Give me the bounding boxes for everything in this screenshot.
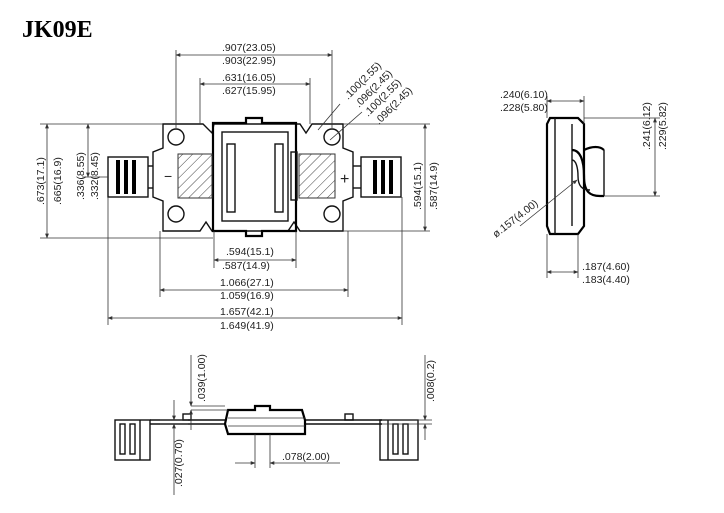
dim-right-height-max: .594(15.1) xyxy=(412,162,424,210)
front-right-terminal xyxy=(379,419,419,461)
dim-window-width-min: .587(14.9) xyxy=(222,260,270,272)
dim-side-radius: ø.157(4.00) xyxy=(490,197,540,240)
part-number-title: JK09E xyxy=(22,17,93,43)
left-electrode xyxy=(177,153,213,199)
dim-window-width-max: .594(15.1) xyxy=(226,246,274,258)
dim-side-thickness-max: .240(6.10) xyxy=(500,89,548,101)
dim-side-base-max: .187(4.60) xyxy=(582,261,630,273)
front-center-body xyxy=(223,404,307,436)
right-electrode xyxy=(298,153,336,199)
dim-front-tab-gap: .008(0.2) xyxy=(425,360,437,402)
dim-outer-width-max: .907(23.05) xyxy=(222,42,276,54)
side-clip xyxy=(571,148,604,198)
mounting-hole-br xyxy=(323,205,341,223)
center-window xyxy=(221,131,289,222)
dim-total-height-max: .673(17.1) xyxy=(35,157,47,205)
mounting-hole-bl xyxy=(167,205,185,223)
front-left-terminal xyxy=(114,419,151,461)
side-view: .240(6.10) .228(5.80) .241(6.12) .229(5.… xyxy=(490,89,669,286)
dim-overall-width-max: 1.657(42.1) xyxy=(220,306,274,318)
mounting-hole-tr xyxy=(323,128,341,146)
dim-outer-width-min: .903(22.95) xyxy=(222,55,276,67)
minus-symbol: − xyxy=(164,168,172,184)
dim-side-height-max: .241(6.12) xyxy=(641,102,653,150)
front-view: .039(1.00) .008(0.2) .027(0.70) .078(2.0… xyxy=(114,354,437,495)
dim-inner-width-min: .627(15.95) xyxy=(222,85,276,97)
dim-inner-width-max: .631(16.05) xyxy=(222,72,276,84)
right-rail xyxy=(274,143,284,213)
dim-right-height-min: .587(14.9) xyxy=(428,162,440,210)
right-electrode-frame xyxy=(290,151,298,201)
dim-side-base-min: .183(4.40) xyxy=(582,274,630,286)
left-terminal xyxy=(107,156,153,198)
dim-front-tab-thickness: .027(0.70) xyxy=(173,439,185,487)
right-terminal xyxy=(353,156,402,198)
top-view: − + xyxy=(35,42,440,332)
dim-overall-width-min: 1.649(41.9) xyxy=(220,320,274,332)
dim-body-width-min: 1.059(16.9) xyxy=(220,290,274,302)
dim-body-width-max: 1.066(27.1) xyxy=(220,277,274,289)
dim-half-height-min: .332(8.45) xyxy=(89,152,101,200)
dim-side-thickness-min: .228(5.80) xyxy=(500,102,548,114)
dim-front-offset: .078(2.00) xyxy=(282,451,330,463)
dim-total-height-min: .665(16.9) xyxy=(52,157,64,205)
dim-half-height-max: .336(8.55) xyxy=(75,152,87,200)
mounting-hole-tl xyxy=(167,128,185,146)
plus-symbol: + xyxy=(340,171,349,188)
left-rail xyxy=(226,143,236,213)
dim-side-height-min: .229(5.82) xyxy=(657,102,669,150)
dim-front-step: .039(1.00) xyxy=(196,354,208,402)
